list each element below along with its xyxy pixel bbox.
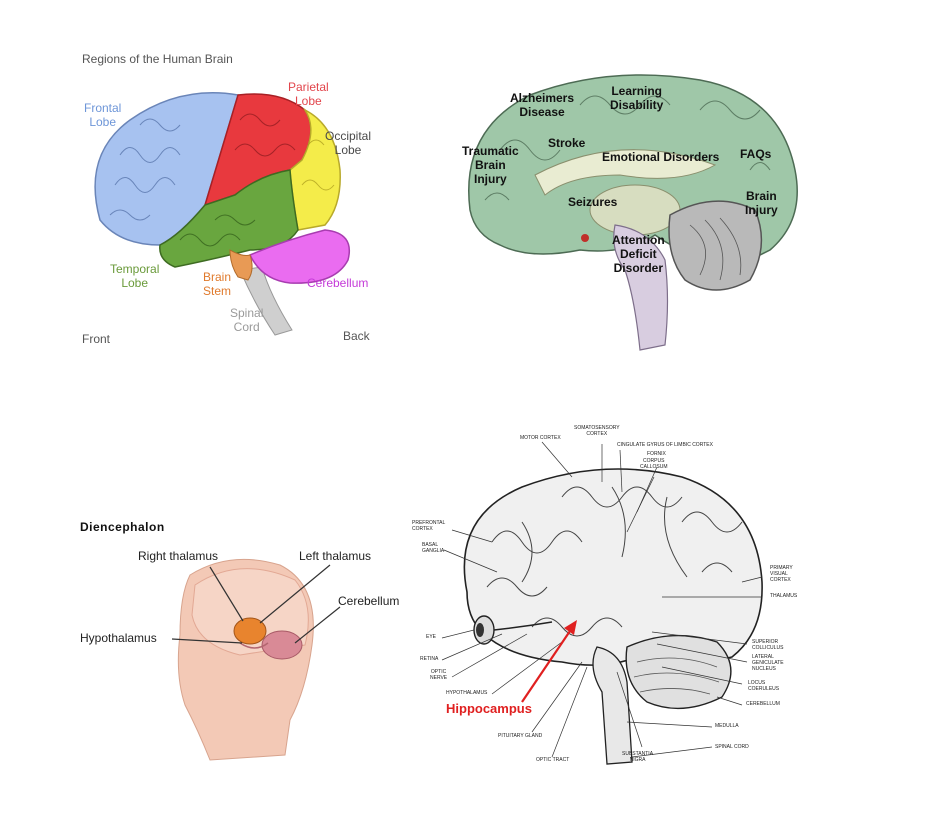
temporal-lobe-shape <box>159 169 299 268</box>
diencephalon-illustration <box>171 558 341 761</box>
thalamus-shape <box>233 617 267 645</box>
spinal-cord-label: SPINAL CORD <box>715 744 749 750</box>
stroke-label: Stroke <box>548 136 586 150</box>
cerebellum-label: Cerebellum <box>307 276 369 290</box>
diencephalon-panel: Diencephalon Right thalamus Left thalamu… <box>80 515 410 765</box>
brainstem-shape <box>613 224 669 351</box>
front-label: Front <box>82 332 111 346</box>
left-thalamus-label: Left thalamus <box>299 549 372 563</box>
fornix-label: FORNIX <box>647 451 666 457</box>
medulla-label: MEDULLA <box>715 723 739 729</box>
thalamus-shape <box>589 184 681 236</box>
spinal-cord-shape <box>239 266 293 336</box>
faqs-label: FAQs <box>740 147 772 161</box>
hypothalamus-label: Hypothalamus <box>80 631 157 645</box>
seizures-label: Seizures <box>568 195 618 209</box>
back-label: Back <box>343 329 370 343</box>
occipital-lobe-shape <box>289 108 341 231</box>
optic-tract-label: OPTIC TRACT <box>536 757 570 763</box>
brain-stem-shape <box>229 249 253 281</box>
cerebellum-shape <box>668 200 763 291</box>
cingulate-label: CINGULATE GYRUS OF LIMBIC CORTEX <box>617 442 713 448</box>
cerebellum-label: CEREBELLUM <box>746 701 780 707</box>
hypothalamus-label: HYPOTHALAMUS <box>446 690 488 696</box>
pituitary-gland-label: PITUITARY GLAND <box>498 733 543 739</box>
right-thalamus-label: Right thalamus <box>138 549 219 563</box>
cerebellum-shape <box>261 630 303 660</box>
panel-title: Regions of the Human Brain <box>82 52 233 66</box>
cerebellum-label: Cerebellum <box>338 594 400 608</box>
cerebrum-shape <box>463 468 763 666</box>
anatomy-illustration <box>441 441 763 765</box>
sagittal-brain-illustration <box>468 74 798 351</box>
hippocampus-label: Hippocampus <box>446 701 532 716</box>
eye-label: EYE <box>426 634 437 640</box>
retina-label: RETINA <box>420 656 439 662</box>
cerebellum-shape <box>248 229 350 284</box>
emotional-disorders-label: Emotional Disorders <box>602 150 720 164</box>
diencephalon-title: Diencephalon <box>80 520 165 534</box>
hippocampus-arrow <box>521 620 577 703</box>
thalamus-label: THALAMUS <box>770 593 798 599</box>
corpus-callosum-shape <box>534 149 717 196</box>
brainstem-shape <box>592 646 633 765</box>
motor-cortex-label: MOTOR CORTEX <box>520 435 561 441</box>
frontal-lobe-shape <box>94 92 239 246</box>
lobes-illustration <box>94 92 350 336</box>
cerebellum-shape <box>625 634 732 710</box>
